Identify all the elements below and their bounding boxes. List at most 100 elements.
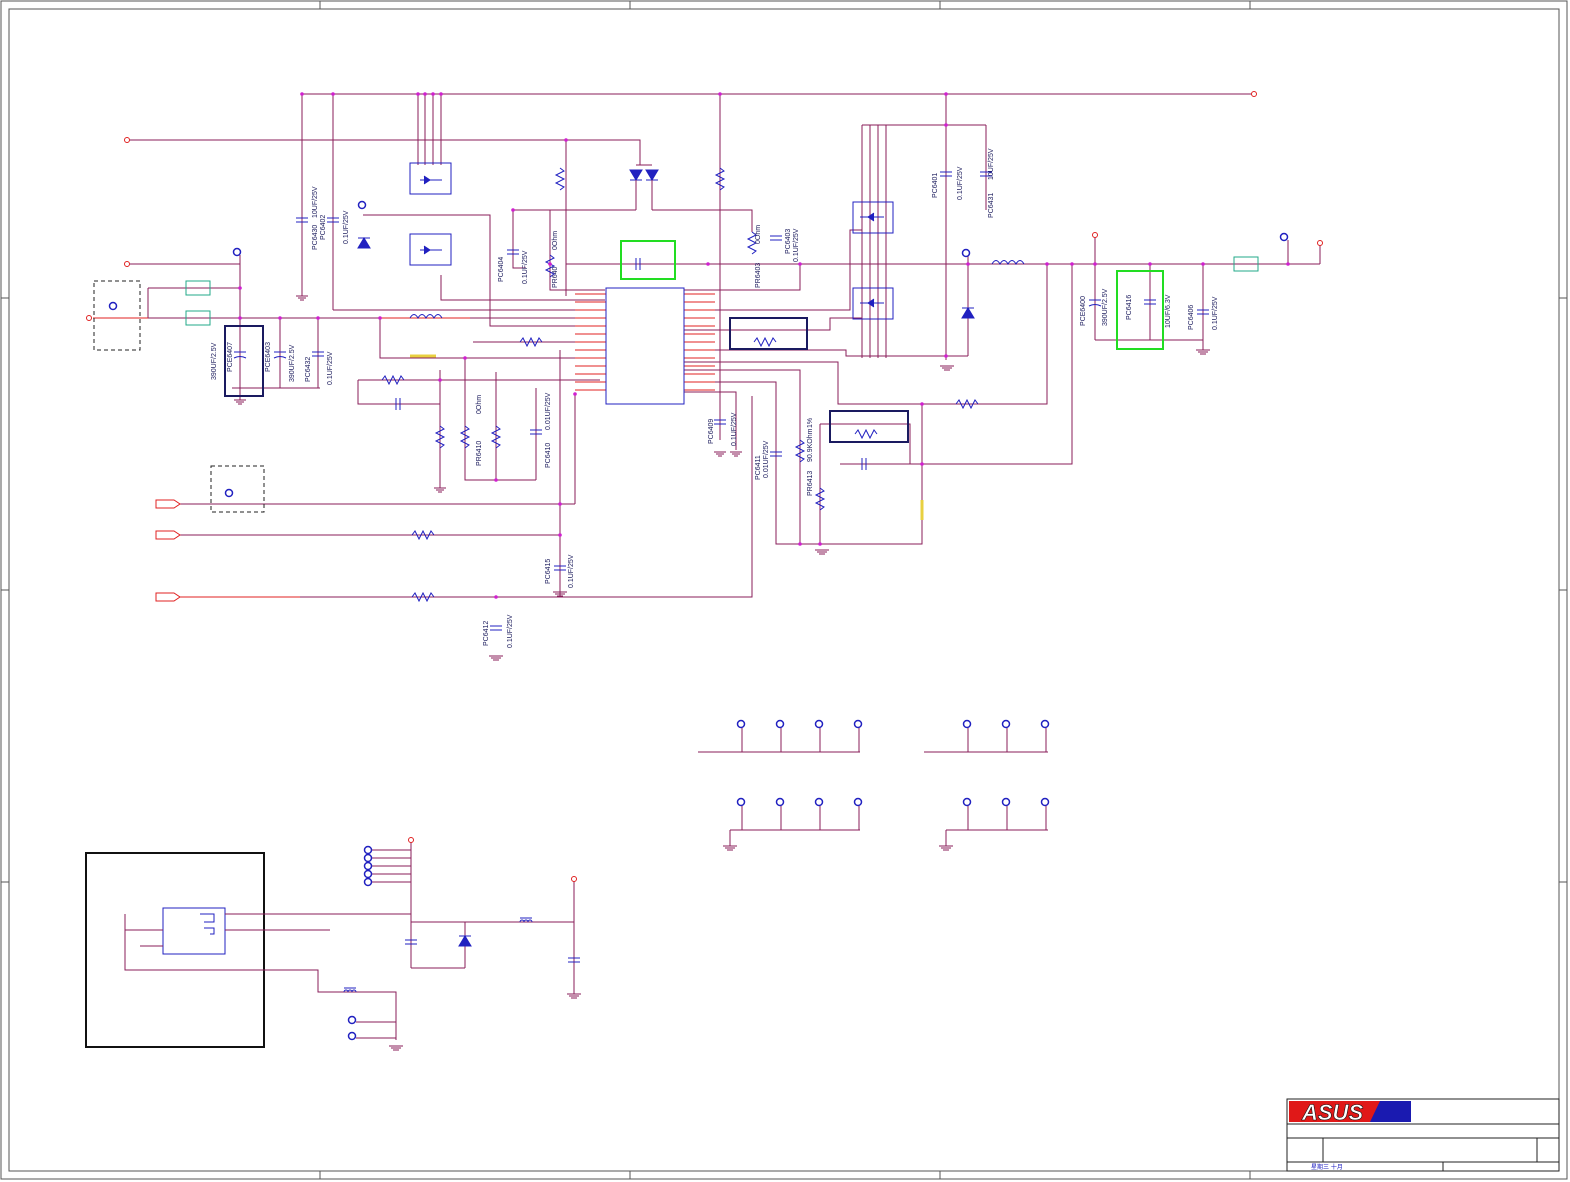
connector-dashed-mid[interactable]	[210, 465, 265, 513]
capacitor-pc6403[interactable]	[770, 235, 782, 241]
label-pc6430: PC6430	[312, 225, 319, 250]
resistor-r3[interactable]	[519, 336, 543, 348]
resistor-r7[interactable]	[753, 336, 777, 348]
label-pce6400: PCE6400	[1080, 296, 1087, 326]
label-pc6412: PC6412	[483, 621, 490, 646]
connector-dashed-left[interactable]	[93, 280, 141, 351]
mosfet-q-low-left[interactable]	[409, 233, 452, 266]
diode-adapter[interactable]	[458, 935, 472, 947]
resistors	[381, 167, 979, 603]
label-pc6431-val: 10UF/25V	[988, 148, 995, 180]
capacitor-pc6416[interactable]	[1144, 299, 1156, 305]
label-pc6409: PC6409	[708, 419, 715, 444]
label-pc6410: PC6410	[545, 443, 552, 468]
resistor-pr6410[interactable]	[459, 425, 471, 449]
capacitor-c-mid[interactable]	[395, 398, 401, 410]
resistor-r8[interactable]	[955, 398, 979, 410]
capacitor-pc6432[interactable]	[312, 351, 324, 357]
label-pc6432: PC6432	[305, 357, 312, 382]
label-pce6407-val: 390UF/2.5V	[211, 342, 218, 380]
capacitors	[233, 171, 1209, 631]
label-pc6406-val: 0.1UF/25V	[1212, 296, 1219, 330]
highlight-box-navy-sense	[729, 317, 808, 350]
main-wires	[93, 93, 1321, 598]
label-pc6401: PC6401	[932, 173, 939, 198]
testpoint-row-4	[939, 797, 1050, 851]
capacitor-pc6401[interactable]	[940, 171, 952, 177]
diode-d-left[interactable]	[357, 237, 371, 249]
capacitor-adapter-1[interactable]	[405, 939, 417, 945]
capacitor-pc6410[interactable]	[530, 429, 542, 435]
label-pr6413: PR6413	[807, 471, 814, 496]
capacitor-pce6407[interactable]	[233, 351, 247, 359]
ferrite-bead-adapter-1[interactable]	[519, 917, 533, 923]
capacitor-pc6411[interactable]	[770, 451, 782, 457]
capacitor-pc6431[interactable]	[980, 171, 992, 177]
label-pr6410: PR6410	[476, 441, 483, 466]
capacitor-boot[interactable]	[635, 258, 641, 270]
ferrite-bead-adapter-2[interactable]	[343, 987, 357, 993]
asus-logo-text: ASUS	[1301, 1100, 1363, 1125]
component-labels: PCE6407 390UF/2.5V PCE6403 390UF/2.5V PC…	[211, 148, 1219, 648]
diode-d-right[interactable]	[961, 307, 975, 319]
capacitor-pc6409[interactable]	[714, 419, 726, 425]
capacitor-comp[interactable]	[861, 458, 867, 470]
label-pc6401-val: 0.1UF/25V	[957, 166, 964, 200]
ic-pin-stubs	[93, 293, 715, 598]
capacitor-pc6404[interactable]	[507, 249, 519, 255]
resistor-pr6403[interactable]	[746, 231, 758, 255]
label-pc6402: PC6402	[320, 215, 327, 240]
resistor-r11[interactable]	[411, 529, 435, 541]
ground-symbols	[234, 295, 1210, 661]
label-pc6415: PC6415	[545, 559, 552, 584]
label-pr640x: PR640	[552, 266, 559, 288]
title-date: 星期三 十月	[1311, 1163, 1343, 1171]
resistor-r12[interactable]	[411, 591, 435, 603]
terminals	[86, 91, 1323, 321]
label-pc6412-val: 0.1UF/25V	[507, 614, 514, 648]
testpoint-row-3	[723, 797, 863, 851]
mosfet-q-low-right[interactable]	[852, 287, 894, 320]
resistor-r2[interactable]	[714, 167, 726, 191]
label-pc6411: PC6411	[755, 455, 762, 480]
resistor-pr6413[interactable]	[794, 439, 806, 463]
diode-dual-top[interactable]	[629, 164, 659, 210]
label-pc6403: PC6403	[785, 229, 792, 254]
capacitor-pc6415[interactable]	[554, 565, 566, 571]
resistor-pr640x[interactable]	[544, 254, 556, 278]
label-pc6415-val: 0.1UF/25V	[568, 554, 575, 588]
capacitor-pc6406[interactable]	[1197, 309, 1209, 315]
resistor-r9[interactable]	[854, 428, 878, 440]
label-pc6402-val: 0.1UF/25V	[343, 210, 350, 244]
testpoint-row-1	[698, 719, 863, 753]
inductor-right[interactable]	[991, 260, 1025, 266]
sense-resistor-bottom[interactable]	[185, 310, 211, 326]
label-pr6413-val: 90.9KOhm	[807, 428, 814, 462]
label-pr6410-val: 0Ohm	[476, 395, 483, 414]
mosfet-q-high-left[interactable]	[409, 162, 452, 195]
testpoint-row-2	[924, 719, 1050, 753]
capacitor-pc6412[interactable]	[490, 625, 502, 631]
resistor-r5[interactable]	[434, 425, 446, 449]
sense-resistor-output[interactable]	[1233, 256, 1259, 272]
capacitor-pce6400[interactable]	[1088, 299, 1102, 307]
label-pc6416: PC6416	[1126, 295, 1133, 320]
controller-ic[interactable]	[605, 287, 685, 405]
resistor-r10[interactable]	[814, 487, 826, 511]
sense-resistor-top[interactable]	[185, 280, 211, 296]
label-pce6407: PCE6407	[227, 342, 234, 372]
highlight-box-green-output	[1116, 270, 1164, 350]
test-point-groups	[698, 719, 1050, 851]
capacitor-pc6402[interactable]	[327, 217, 339, 223]
capacitor-pc6430[interactable]	[296, 217, 308, 223]
label-pc6416-val: 10UF/6.3V	[1165, 294, 1172, 328]
capacitor-pce6403[interactable]	[273, 351, 287, 359]
capacitor-adapter-2[interactable]	[568, 957, 580, 963]
inductor-left[interactable]	[409, 314, 443, 320]
mosfet-q-high-right[interactable]	[852, 201, 894, 234]
junction-nodes	[238, 92, 1290, 599]
resistor-r6[interactable]	[490, 425, 502, 449]
dc-jack[interactable]	[162, 907, 226, 955]
resistor-r1[interactable]	[554, 167, 566, 191]
resistor-r4[interactable]	[381, 374, 405, 386]
